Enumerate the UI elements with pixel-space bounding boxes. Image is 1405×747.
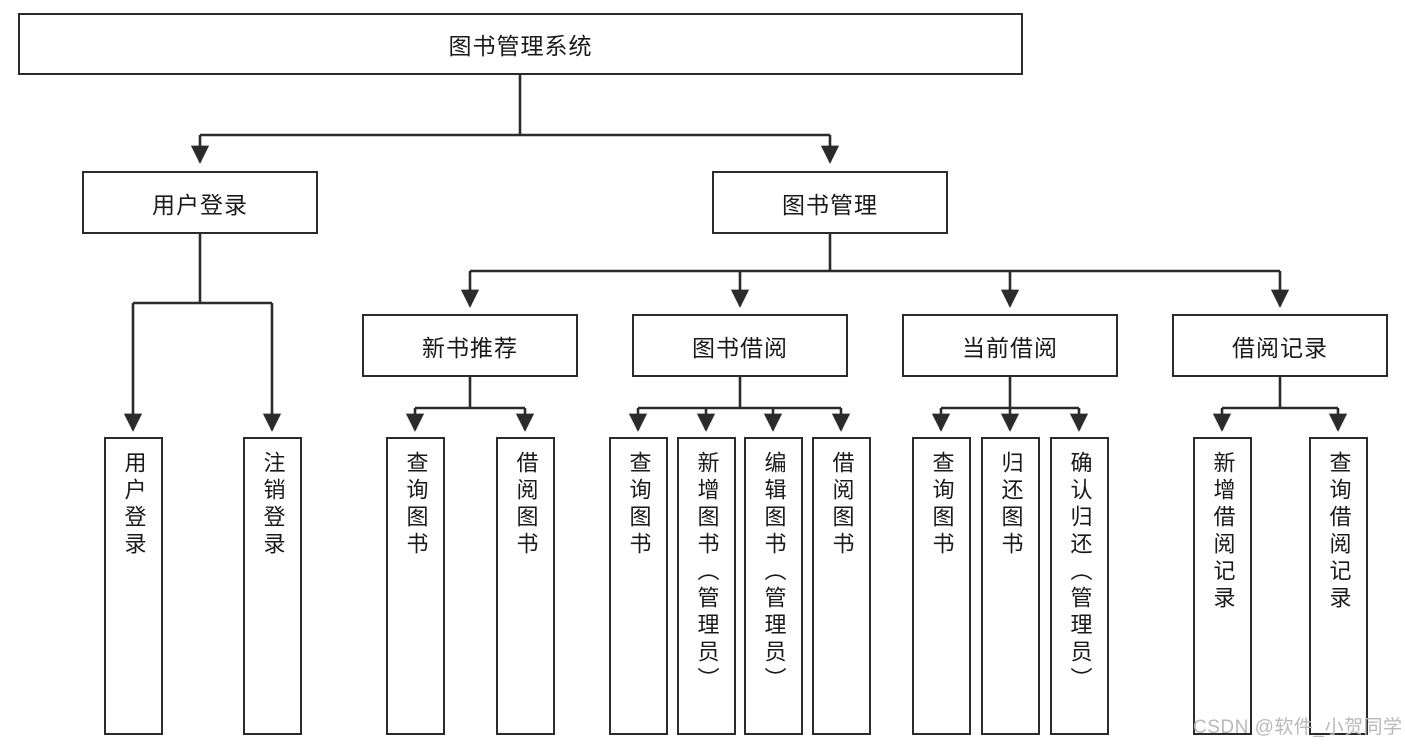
leaf-borrow-book-2-label: 借阅图书 (829, 451, 855, 559)
leaf-borrow-book-2[interactable]: 借阅图书 (812, 437, 871, 735)
leaf-confirm-return-label: 确认归还（管理员） (1067, 451, 1093, 694)
leaf-return-book[interactable]: 归还图书 (981, 437, 1040, 735)
node-new-book-recommend[interactable]: 新书推荐 (362, 314, 578, 377)
node-borrow-record-label: 借阅记录 (1232, 334, 1328, 361)
leaf-query-book-2-label: 查询图书 (626, 451, 652, 559)
leaf-add-borrow-record[interactable]: 新增借阅记录 (1193, 437, 1252, 735)
node-user-login[interactable]: 用户登录 (82, 171, 318, 234)
leaf-logout-login-label: 注销登录 (260, 451, 286, 559)
leaf-return-book-label: 归还图书 (998, 451, 1024, 559)
leaf-query-book-3-label: 查询图书 (929, 451, 955, 559)
node-book-borrow[interactable]: 图书借阅 (632, 314, 848, 377)
node-root-system[interactable]: 图书管理系统 (18, 13, 1023, 75)
leaf-add-book[interactable]: 新增图书（管理员） (677, 437, 736, 735)
node-book-borrow-label: 图书借阅 (692, 334, 788, 361)
leaf-query-borrow-record-label: 查询借阅记录 (1326, 451, 1352, 613)
node-current-borrow[interactable]: 当前借阅 (902, 314, 1118, 377)
node-book-management-label: 图书管理 (782, 191, 878, 218)
leaf-query-book-1-label: 查询图书 (403, 451, 429, 559)
leaf-query-book-1[interactable]: 查询图书 (386, 437, 445, 735)
leaf-confirm-return[interactable]: 确认归还（管理员） (1050, 437, 1109, 735)
node-book-management[interactable]: 图书管理 (712, 171, 948, 234)
leaf-borrow-book-1[interactable]: 借阅图书 (496, 437, 555, 735)
leaf-edit-book[interactable]: 编辑图书（管理员） (744, 437, 803, 735)
node-current-borrow-label: 当前借阅 (962, 334, 1058, 361)
leaf-add-book-label: 新增图书（管理员） (694, 451, 720, 694)
leaf-borrow-book-1-label: 借阅图书 (513, 451, 539, 559)
node-new-book-recommend-label: 新书推荐 (422, 334, 518, 361)
leaf-query-borrow-record[interactable]: 查询借阅记录 (1309, 437, 1368, 735)
leaf-query-book-3[interactable]: 查询图书 (912, 437, 971, 735)
leaf-add-borrow-record-label: 新增借阅记录 (1210, 451, 1236, 613)
leaf-edit-book-label: 编辑图书（管理员） (761, 451, 787, 694)
node-user-login-label: 用户登录 (152, 191, 248, 218)
node-root-system-label: 图书管理系统 (448, 33, 593, 59)
leaf-query-book-2[interactable]: 查询图书 (609, 437, 668, 735)
csdn-watermark: CSDN @软件_小贺同学 (1193, 717, 1403, 738)
node-borrow-record[interactable]: 借阅记录 (1172, 314, 1388, 377)
leaf-user-login-label: 用户登录 (121, 451, 147, 559)
leaf-user-login[interactable]: 用户登录 (104, 437, 163, 735)
leaf-logout-login[interactable]: 注销登录 (243, 437, 302, 735)
